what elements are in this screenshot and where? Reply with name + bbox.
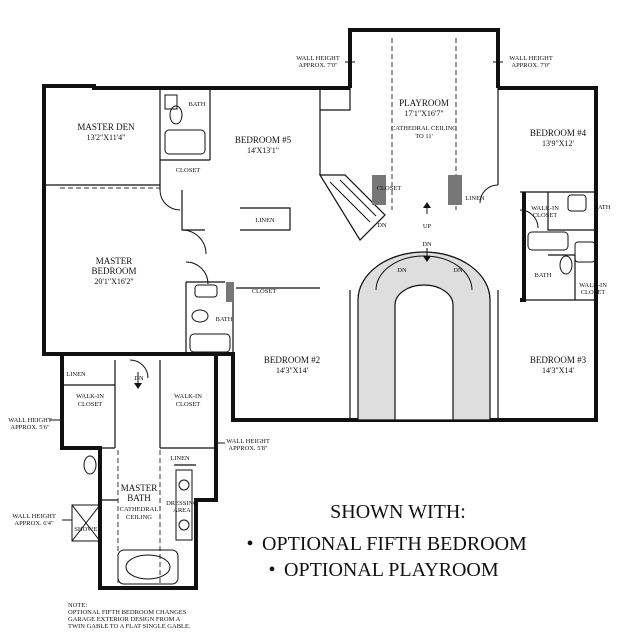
wall-height-left-mid-1: WALL HEIGHT bbox=[8, 417, 52, 424]
bedroom4-label: BEDROOM #4 bbox=[530, 128, 587, 138]
bedroom2-dim: 14'3"X14' bbox=[276, 366, 308, 375]
wall-height-center-2: APPROX. 5'8" bbox=[228, 445, 268, 452]
dn-label: DN bbox=[377, 222, 387, 229]
wall-height-notes: WALL HEIGHT APPROX. 7'0" WALL HEIGHT APP… bbox=[8, 55, 553, 527]
up-label: UP bbox=[423, 223, 432, 230]
small-labels: BATH CLOSET LINEN CLOSET LINEN DN UP DN … bbox=[66, 101, 611, 533]
wall-height-center-1: WALL HEIGHT bbox=[226, 438, 270, 445]
column bbox=[448, 175, 462, 205]
dressing-label-2: AREA bbox=[173, 507, 191, 514]
linen-label: LINEN bbox=[255, 217, 275, 224]
wall-height-left-low-1: WALL HEIGHT bbox=[12, 513, 56, 520]
playroom-dim: 17'1"X16'7" bbox=[404, 109, 443, 118]
bullet: • bbox=[246, 533, 253, 555]
wall-height-top-left-2: APPROX. 7'0" bbox=[298, 62, 338, 69]
note-line-1: NOTE: bbox=[68, 602, 87, 609]
note-line-3: GARAGE EXTERIOR DESIGN FROM A bbox=[68, 616, 181, 623]
dressing-label: DRESSING bbox=[166, 500, 198, 507]
arrows bbox=[50, 61, 503, 521]
playroom-label: PLAYROOM bbox=[399, 98, 449, 108]
linen-label: LINEN bbox=[170, 455, 190, 462]
closet-label: CLOSET bbox=[176, 167, 201, 174]
dn-label: DN bbox=[134, 375, 144, 382]
doors bbox=[129, 184, 539, 379]
walk-in-label-2: CLOSET bbox=[176, 401, 201, 408]
playroom-staircase bbox=[318, 174, 386, 241]
playroom-ceiling-1: CATHEDRAL CEILING bbox=[391, 125, 457, 132]
wall-height-left-low-2: APPROX. 6'4" bbox=[14, 520, 54, 527]
wall-height-top-left-1: WALL HEIGHT bbox=[296, 55, 340, 62]
caption-option-2: OPTIONAL PLAYROOM bbox=[284, 559, 499, 581]
master-den-label: MASTER DEN bbox=[77, 122, 135, 132]
master-bath-ceiling-1: CATHEDRAL bbox=[120, 506, 159, 513]
note-line-2: OPTIONAL FIFTH BEDROOM CHANGES bbox=[68, 609, 187, 616]
room-labels: MASTER DEN 13'2"X11'4" BEDROOM #5 14'X13… bbox=[77, 98, 586, 521]
master-bedroom-label-2: BEDROOM bbox=[91, 266, 136, 276]
caption-title: SHOWN WITH: bbox=[330, 501, 466, 523]
walk-in-label-2: CLOSET bbox=[581, 289, 606, 296]
wall-height-left-mid-2: APPROX. 5'6" bbox=[10, 424, 50, 431]
bedroom5-dim: 14'X13'1" bbox=[247, 146, 279, 155]
column bbox=[226, 282, 234, 302]
column bbox=[372, 175, 386, 205]
fixtures bbox=[71, 94, 596, 585]
master-bath-label-1: MASTER bbox=[121, 483, 158, 493]
shower-label: SHOWER bbox=[74, 526, 102, 533]
walk-in-label: WALK-IN bbox=[579, 282, 607, 289]
caption-option-1: OPTIONAL FIFTH BEDROOM bbox=[262, 533, 527, 555]
playroom-ceiling-2: TO 11' bbox=[415, 133, 433, 140]
bedroom5-label: BEDROOM #5 bbox=[235, 135, 292, 145]
dn-label: DN bbox=[397, 267, 407, 274]
master-bath-label-2: BATH bbox=[127, 493, 151, 503]
walk-in-label: WALK-IN bbox=[76, 393, 104, 400]
bath-label: BATH bbox=[189, 101, 206, 108]
dn-label: DN bbox=[453, 267, 463, 274]
bullet: • bbox=[268, 559, 275, 581]
walk-in-label-2: CLOSET bbox=[533, 212, 558, 219]
dn-label: DN bbox=[422, 241, 432, 248]
master-den-dim: 13'2"X11'4" bbox=[87, 133, 126, 142]
walk-in-label-2: CLOSET bbox=[78, 401, 103, 408]
bedroom4-dim: 13'9"X12' bbox=[542, 139, 574, 148]
wall-height-top-right-1: WALL HEIGHT bbox=[509, 55, 553, 62]
master-bath-ceiling-2: CEILING bbox=[126, 514, 152, 521]
walk-in-label: WALK-IN bbox=[531, 205, 559, 212]
bath-label: BATH bbox=[535, 272, 552, 279]
wall-height-top-right-2: APPROX. 7'0" bbox=[511, 62, 551, 69]
master-bedroom-dim: 20'1"X16'2" bbox=[94, 277, 133, 286]
linen-label: LINEN bbox=[465, 195, 485, 202]
bedroom2-label: BEDROOM #2 bbox=[264, 355, 320, 365]
master-bedroom-label-1: MASTER bbox=[96, 256, 133, 266]
note: NOTE: OPTIONAL FIFTH BEDROOM CHANGES GAR… bbox=[68, 602, 191, 630]
closet-label: CLOSET bbox=[252, 288, 277, 295]
bath-label: BATH bbox=[216, 316, 233, 323]
closet-label: CLOSET bbox=[377, 185, 402, 192]
walk-in-label: WALK-IN bbox=[174, 393, 202, 400]
grand-staircase bbox=[357, 251, 491, 421]
linen-label: LINEN bbox=[66, 371, 86, 378]
bedroom3-dim: 14'3"X14' bbox=[542, 366, 574, 375]
note-line-4: TWIN GABLE TO A FLAT SINGLE GABLE. bbox=[68, 623, 191, 630]
caption: SHOWN WITH: • OPTIONAL FIFTH BEDROOM • O… bbox=[246, 501, 527, 581]
bedroom3-label: BEDROOM #3 bbox=[530, 355, 587, 365]
interior-walls bbox=[44, 88, 596, 501]
bath-label: BATH bbox=[594, 204, 611, 211]
